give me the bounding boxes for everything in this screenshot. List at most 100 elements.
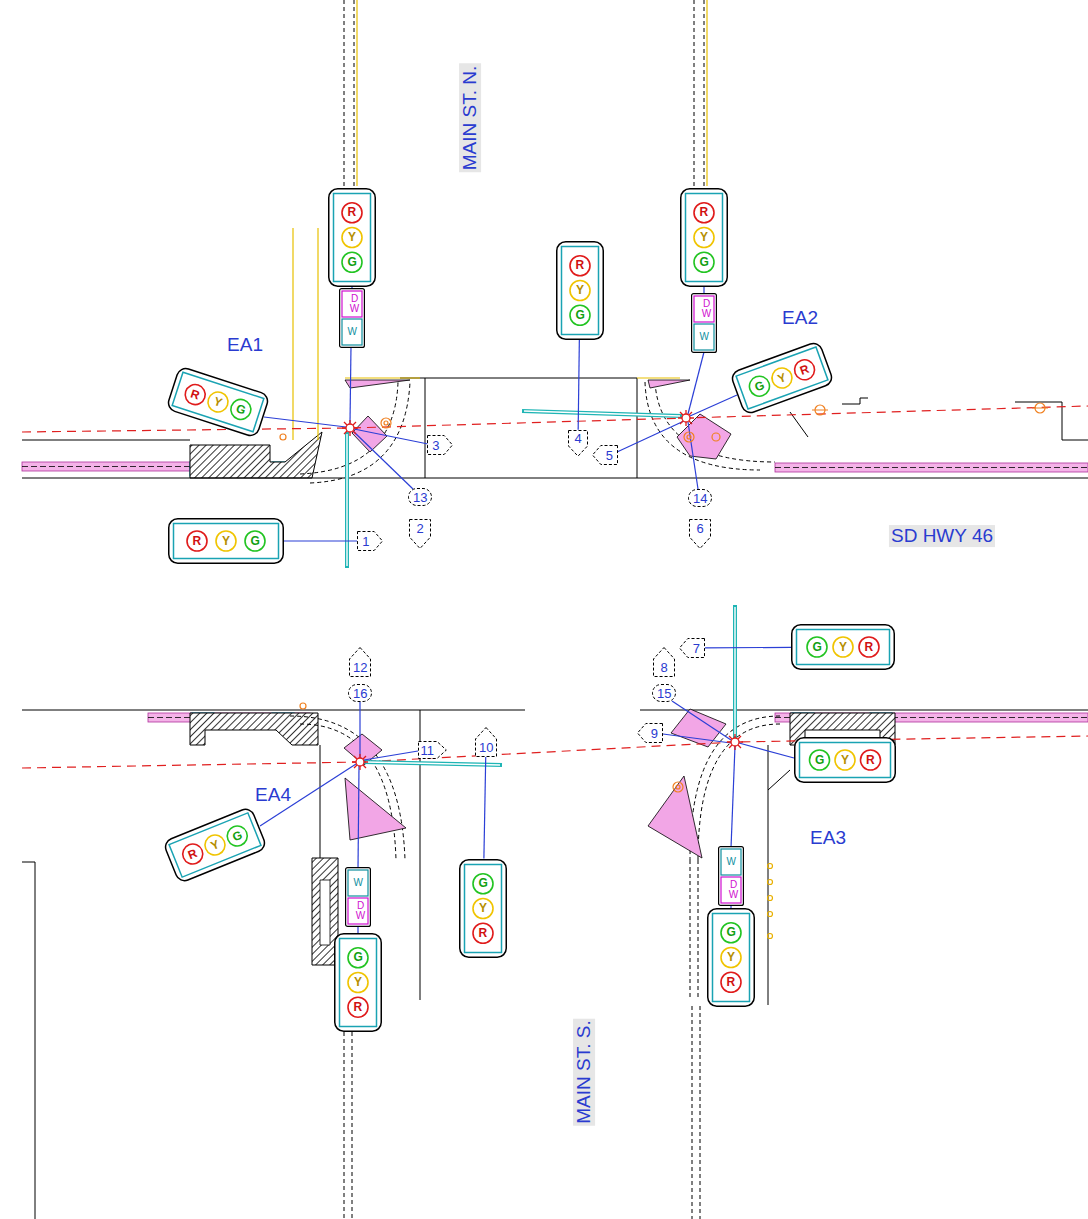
signal-pole <box>342 420 358 436</box>
ped-indication <box>348 870 368 896</box>
conduit-run <box>352 1032 353 1219</box>
conduit-run <box>690 860 691 1000</box>
leader-line <box>350 346 351 423</box>
leader-line <box>260 287 794 933</box>
signal-pole <box>727 734 743 750</box>
equipment-label: EA4 <box>255 784 291 806</box>
pink-island <box>345 380 410 388</box>
callout-marker: 5 <box>592 445 618 465</box>
leader-line <box>484 757 486 859</box>
signal-lamp <box>570 280 590 300</box>
leader-line <box>617 421 684 452</box>
signal-pole <box>682 414 690 422</box>
lamp-letter: R <box>354 1001 363 1013</box>
callout-marker: 14 <box>688 489 712 507</box>
signal-lamp <box>721 947 741 967</box>
lamp-letter: G <box>348 256 357 268</box>
ped-housing <box>719 847 744 906</box>
equipment-label: EA3 <box>810 827 846 849</box>
ped-symbol-text: W <box>348 327 357 337</box>
callout-marker: 13 <box>408 488 432 506</box>
callout-number: 14 <box>693 492 707 505</box>
signal-head: GYR <box>707 908 755 1007</box>
street-name: MAIN ST. N. <box>459 64 481 173</box>
pink-band <box>22 462 190 471</box>
signal-lamp <box>835 750 855 770</box>
head-backplate <box>797 630 890 665</box>
yellow-dot <box>768 864 773 939</box>
signal-lamp <box>570 255 590 275</box>
callout-shape <box>410 520 431 549</box>
orange-pull-box <box>687 435 691 439</box>
signal-pole <box>731 738 739 746</box>
lamp-letter: G <box>813 641 822 653</box>
callout-marker: 1 <box>357 531 383 551</box>
conduit-run <box>694 0 695 188</box>
callout-marker: 6 <box>689 519 711 549</box>
conduit-run <box>704 0 705 188</box>
ped-indication <box>721 849 741 875</box>
yellow-line <box>356 0 357 186</box>
band-dash <box>775 467 1088 468</box>
head-housing <box>708 908 755 1006</box>
signal-lamp <box>245 531 265 551</box>
conduit-run <box>344 1032 345 1219</box>
lamp-letter: G <box>576 309 585 321</box>
signal-lamp <box>859 637 879 657</box>
ped-symbol-text: W <box>354 878 363 888</box>
lamp-letter: G <box>727 926 736 938</box>
mast-arm-core <box>524 411 680 416</box>
ped-symbol-text: D W <box>727 880 741 900</box>
road-edge <box>400 378 637 379</box>
conduit-run <box>290 716 405 860</box>
orange-pull-box <box>673 782 683 792</box>
orange-pull-box <box>381 418 391 428</box>
signal-lamp <box>721 972 741 992</box>
conduit-run <box>344 0 345 188</box>
equipment-label: EA1 <box>227 334 263 356</box>
callout-shape <box>638 724 663 743</box>
leader-line <box>364 751 418 760</box>
leader-line <box>672 701 731 740</box>
signal-lamp <box>228 397 253 422</box>
callout-number: 4 <box>575 432 582 445</box>
callout-outline <box>357 531 383 551</box>
signal-lamp <box>721 922 741 942</box>
ped-housing <box>340 289 365 348</box>
conduit-run <box>290 0 780 1219</box>
callout-marker: 10 <box>475 727 497 757</box>
yellow-line <box>317 228 318 440</box>
callout-number: 1 <box>362 535 369 548</box>
conduit-run <box>700 1006 701 1219</box>
lamp-letter: Y <box>348 231 356 243</box>
callout-number: 3 <box>432 439 439 452</box>
signal-lamp <box>342 227 362 247</box>
road-edge <box>22 710 525 711</box>
head-backplate <box>174 524 279 559</box>
orange-pull-box <box>300 703 306 709</box>
signal-lamp <box>348 972 368 992</box>
lamp-letter: Y <box>354 976 362 988</box>
lamp-letter: Y <box>700 231 708 243</box>
ped-symbol-text: D W <box>348 294 362 314</box>
head-backplate <box>800 743 891 778</box>
conduit-run <box>692 1006 693 1219</box>
road-edge <box>640 710 1088 711</box>
band-dash <box>22 467 1088 718</box>
signal-lamp <box>807 637 827 657</box>
yellow-dot <box>768 864 773 869</box>
callout-marker: 16 <box>348 684 372 702</box>
road-edge <box>637 378 638 478</box>
signal-pole <box>342 410 743 770</box>
lamp-letter: G <box>251 535 260 547</box>
callout-shape <box>690 520 711 549</box>
head-housing <box>795 738 896 783</box>
signal-lamp <box>180 841 206 867</box>
callout-marker: 9 <box>637 723 663 743</box>
leader-line <box>359 702 360 758</box>
lamp-letter: R <box>348 206 357 218</box>
leader-line <box>578 340 579 430</box>
ped-symbol-text: D W <box>700 299 714 319</box>
callout-number: 11 <box>420 744 434 757</box>
